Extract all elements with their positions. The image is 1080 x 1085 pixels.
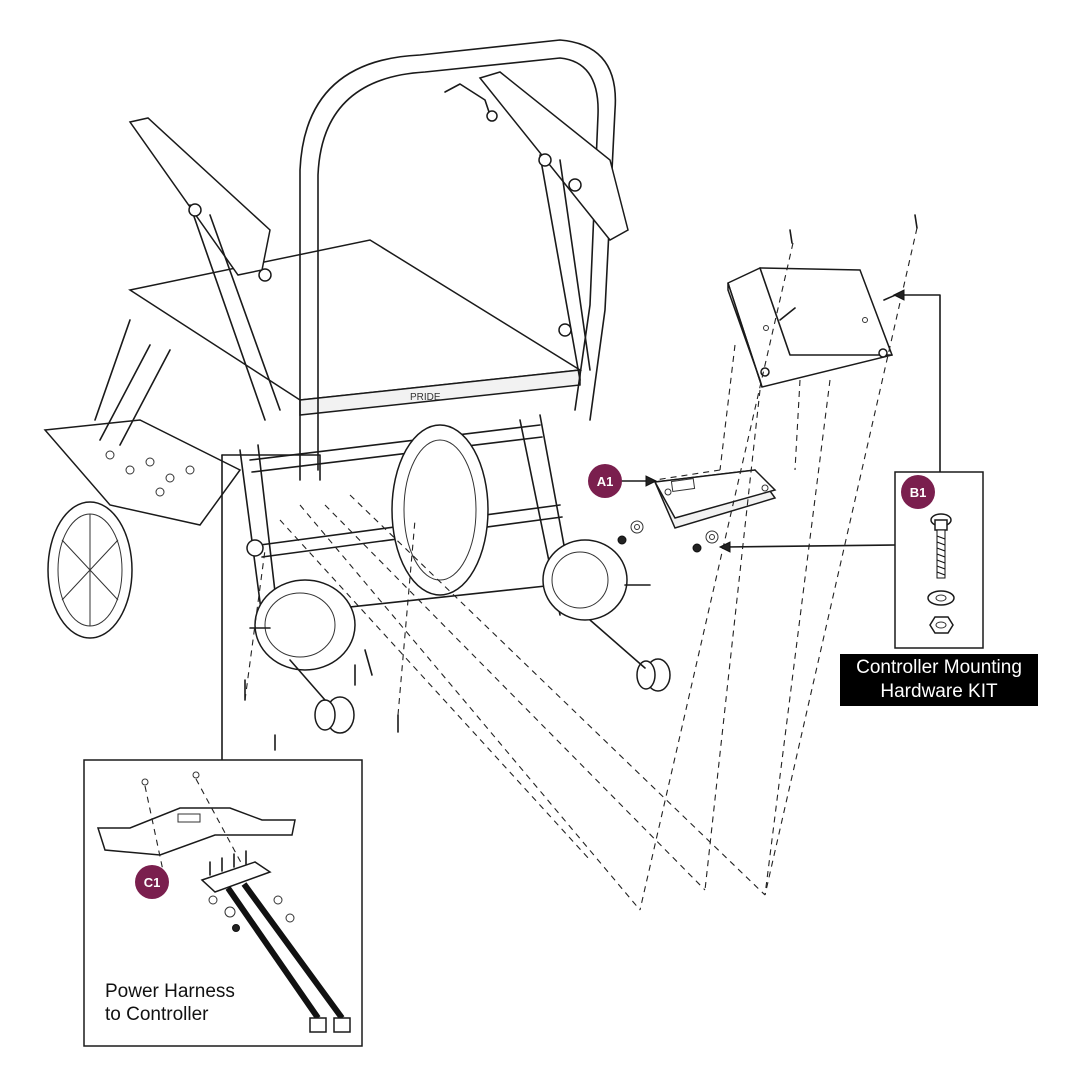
kit-label-line2: Hardware KIT — [880, 681, 998, 702]
controller-mounting-kit-label: Controller Mounting Hardware KIT — [840, 654, 1038, 706]
callout-c1-label: C1 — [144, 875, 161, 890]
rear-drive-rim — [403, 439, 477, 581]
rear-drive-wheel — [391, 424, 489, 596]
callout-b1[interactable]: B1 — [901, 475, 935, 509]
harness-connector — [200, 861, 272, 893]
kit-label-line1: Controller Mounting — [856, 657, 1022, 678]
harness-caption-line1: Power Harness — [105, 981, 235, 1002]
bracket-knob — [486, 110, 498, 122]
pivot-bolt — [558, 323, 572, 337]
controller-nuts — [617, 520, 719, 553]
footplate — [43, 419, 242, 526]
armrest-right — [478, 71, 629, 241]
pivot-bolt — [188, 203, 202, 217]
power-harness-inset — [83, 759, 363, 1047]
motor-right — [246, 539, 671, 692]
brand-mark: PRIDE — [410, 392, 441, 403]
harness-caption-line2: to Controller — [105, 1004, 209, 1025]
motor-left — [249, 579, 373, 734]
pivot-bolt — [538, 153, 552, 167]
frame-screws — [244, 664, 399, 751]
callout-a1[interactable]: A1 — [588, 464, 622, 498]
harness-pins — [209, 850, 247, 876]
callout-b1-label: B1 — [910, 485, 927, 500]
backrest-frame-inner — [317, 57, 599, 471]
power-harness-caption: Power Harness to Controller — [105, 980, 235, 1026]
backrest-frame-outer — [299, 39, 617, 481]
washer-icon — [927, 590, 955, 606]
controller-cover — [727, 267, 893, 388]
seat-pan — [128, 239, 583, 401]
controller-module — [653, 469, 777, 529]
caster-spokes — [61, 514, 119, 626]
armrest-left-strut — [189, 204, 281, 421]
pivot-bolt — [568, 178, 582, 192]
front-leg — [94, 319, 171, 446]
harness-cables — [225, 882, 351, 1033]
armrest-left — [128, 117, 271, 276]
harness-mounting-plate — [96, 807, 296, 856]
nut-icon — [929, 616, 954, 634]
power-chair-frame: PRIDE — [43, 39, 671, 751]
pivot-bolt — [258, 268, 272, 282]
callout-a1-label: A1 — [597, 474, 614, 489]
joystick-bracket — [444, 83, 491, 116]
footplate-holes — [105, 450, 195, 497]
bolt-icon — [930, 513, 952, 579]
callout-c1[interactable]: C1 — [135, 865, 169, 899]
armrest-right-strut — [539, 154, 591, 381]
explode-lines — [244, 227, 918, 911]
cross-bar-upper — [249, 424, 543, 473]
harness-screws — [208, 895, 295, 932]
